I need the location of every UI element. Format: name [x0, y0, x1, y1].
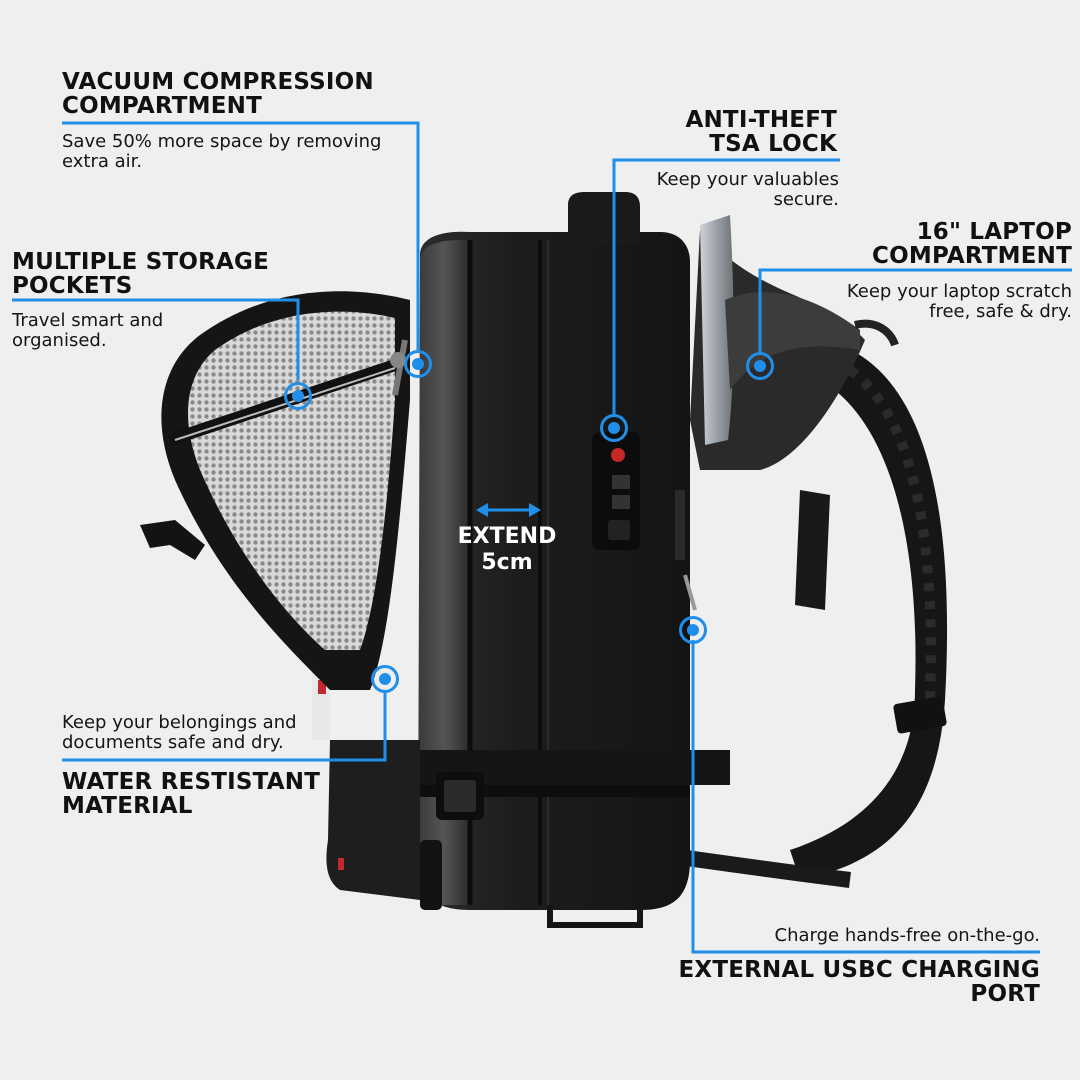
storage-title: MULTIPLE STORAGE POCKETS: [12, 249, 269, 299]
storage-desc: Travel smart and organised.: [12, 310, 164, 351]
hotspot-usbc[interactable]: [679, 616, 707, 644]
vacuum-title: VACUUM COMPRESSION COMPARTMENT: [62, 69, 374, 119]
usbc-desc: Charge hands-free on-the-go.: [774, 925, 1040, 946]
water-title: WATER RESTISTANT MATERIAL: [62, 769, 321, 819]
laptop: [700, 215, 734, 445]
usbc-title: EXTERNAL USBC CHARGING PORT: [678, 957, 1040, 1007]
hotspot-laptop[interactable]: [746, 352, 774, 380]
laptop-desc: Keep your laptop scratch free, safe & dr…: [846, 281, 1072, 322]
laptop-title: 16" LAPTOP COMPARTMENT: [872, 219, 1072, 269]
backpack-body: [420, 231, 690, 911]
hotspot-vacuum[interactable]: [404, 350, 432, 378]
lock-desc: Keep your valuables secure.: [656, 169, 839, 210]
extend-label: EXTEND 5cm: [457, 524, 557, 575]
hotspot-lock[interactable]: [600, 414, 628, 442]
hotspot-water[interactable]: [371, 665, 399, 693]
vacuum-desc: Save 50% more space by removing extra ai…: [62, 131, 382, 172]
mesh-pocket: [188, 311, 395, 650]
lock-title: ANTI-THEFT TSA LOCK: [685, 107, 837, 157]
water-desc: Keep your belongings and documents safe …: [62, 712, 297, 753]
hotspot-storage[interactable]: [284, 382, 312, 410]
